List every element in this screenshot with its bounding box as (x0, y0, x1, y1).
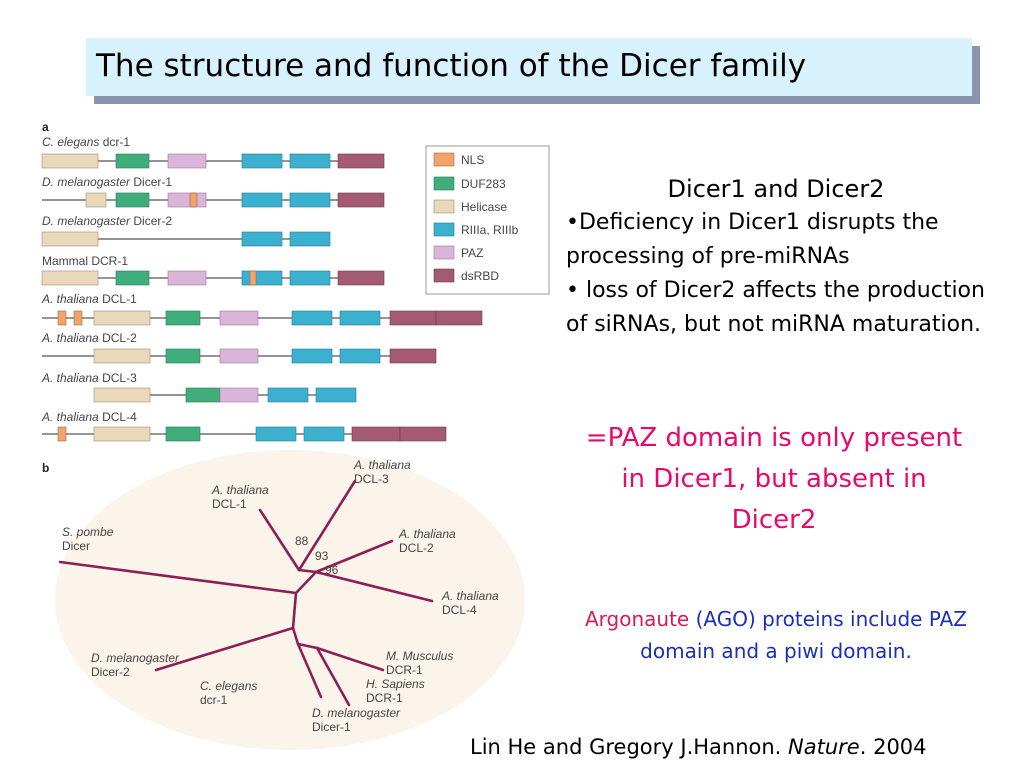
protein-label-dcl4: A. thaliana DCL-4 (41, 410, 137, 424)
domain-legend: NLS DUF283 Helicase RIIIa, RIIIb PAZ dsR… (425, 145, 550, 295)
protein-row-dcl4 (42, 426, 447, 442)
bootstrap-value-96: 96 (325, 563, 339, 577)
dicer-description: Dicer1 and Dicer2 •Deficiency in Dicer1 … (566, 172, 986, 342)
protein-label-dm-dicer2: D. melanogaster Dicer-2 (42, 214, 172, 228)
protein-row-mammal (41, 270, 385, 286)
citation-year: . 2004 (859, 735, 927, 759)
bootstrap-value-93: 93 (315, 549, 329, 563)
citation-authors: Lin He and Gregory J.Hannon. (470, 735, 782, 759)
legend-label-nls: NLS (461, 153, 484, 167)
ago-note: Argonaute (AGO) proteins include PAZ dom… (584, 603, 968, 667)
legend-label-dsrbd: dsRBD (461, 269, 499, 283)
panel-a-label: a (42, 120, 49, 134)
page-title: The structure and function of the Dicer … (96, 48, 807, 84)
ago-text: (AGO) proteins include PAZ domain and a … (640, 607, 967, 663)
protein-row-dcl1 (42, 310, 483, 326)
protein-label-dcl3: A. thaliana DCL-3 (41, 371, 137, 385)
protein-label-dcl1: A. thaliana DCL-1 (41, 292, 137, 306)
phylogenetic-tree (58, 479, 434, 707)
paz-highlight: =PAZ domain is only present in Dicer1, b… (585, 423, 963, 535)
bootstrap-value-88: 88 (295, 534, 309, 548)
legend-label-helicase: Helicase (461, 200, 507, 214)
ago-argonaute: Argonaute (585, 607, 690, 631)
dicer-heading: Dicer1 and Dicer2 (667, 175, 885, 203)
protein-row-dcl3 (93, 387, 357, 403)
bullet-dicer1: •Deficiency in Dicer1 disrupts the proce… (566, 210, 939, 269)
protein-row-dm-dicer2 (41, 231, 331, 247)
citation: Lin He and Gregory J.Hannon. Nature. 200… (470, 735, 990, 759)
legend-swatch-paz (433, 245, 455, 260)
tree-background (55, 450, 525, 750)
protein-row-dcl2 (42, 348, 437, 364)
protein-row-dm-dicer1 (42, 192, 385, 208)
legend-label-rnase3: RIIIa, RIIIb (461, 223, 519, 237)
legend-label-duf283: DUF283 (461, 177, 506, 191)
protein-label-dcl2: A. thaliana DCL-2 (41, 331, 137, 345)
protein-label-mammal: Mammal DCR-1 (42, 254, 128, 268)
protein-label-dm-dicer1: D. melanogaster Dicer-1 (42, 175, 172, 189)
legend-swatch-rnase3 (433, 222, 455, 237)
legend-swatch-helicase (433, 199, 455, 214)
bullet-dicer2: • loss of Dicer2 affects the production … (566, 278, 985, 337)
protein-row-celegans (41, 153, 385, 169)
title-box: The structure and function of the Dicer … (86, 38, 972, 96)
legend-label-paz: PAZ (461, 246, 483, 260)
legend-swatch-duf283 (433, 176, 455, 191)
citation-journal: Nature (788, 735, 860, 759)
panel-b-label: b (42, 461, 49, 475)
legend-swatch-nls (433, 152, 455, 167)
legend-swatch-dsrbd (433, 268, 455, 283)
protein-label-celegans: C. elegans dcr-1 (42, 135, 130, 149)
